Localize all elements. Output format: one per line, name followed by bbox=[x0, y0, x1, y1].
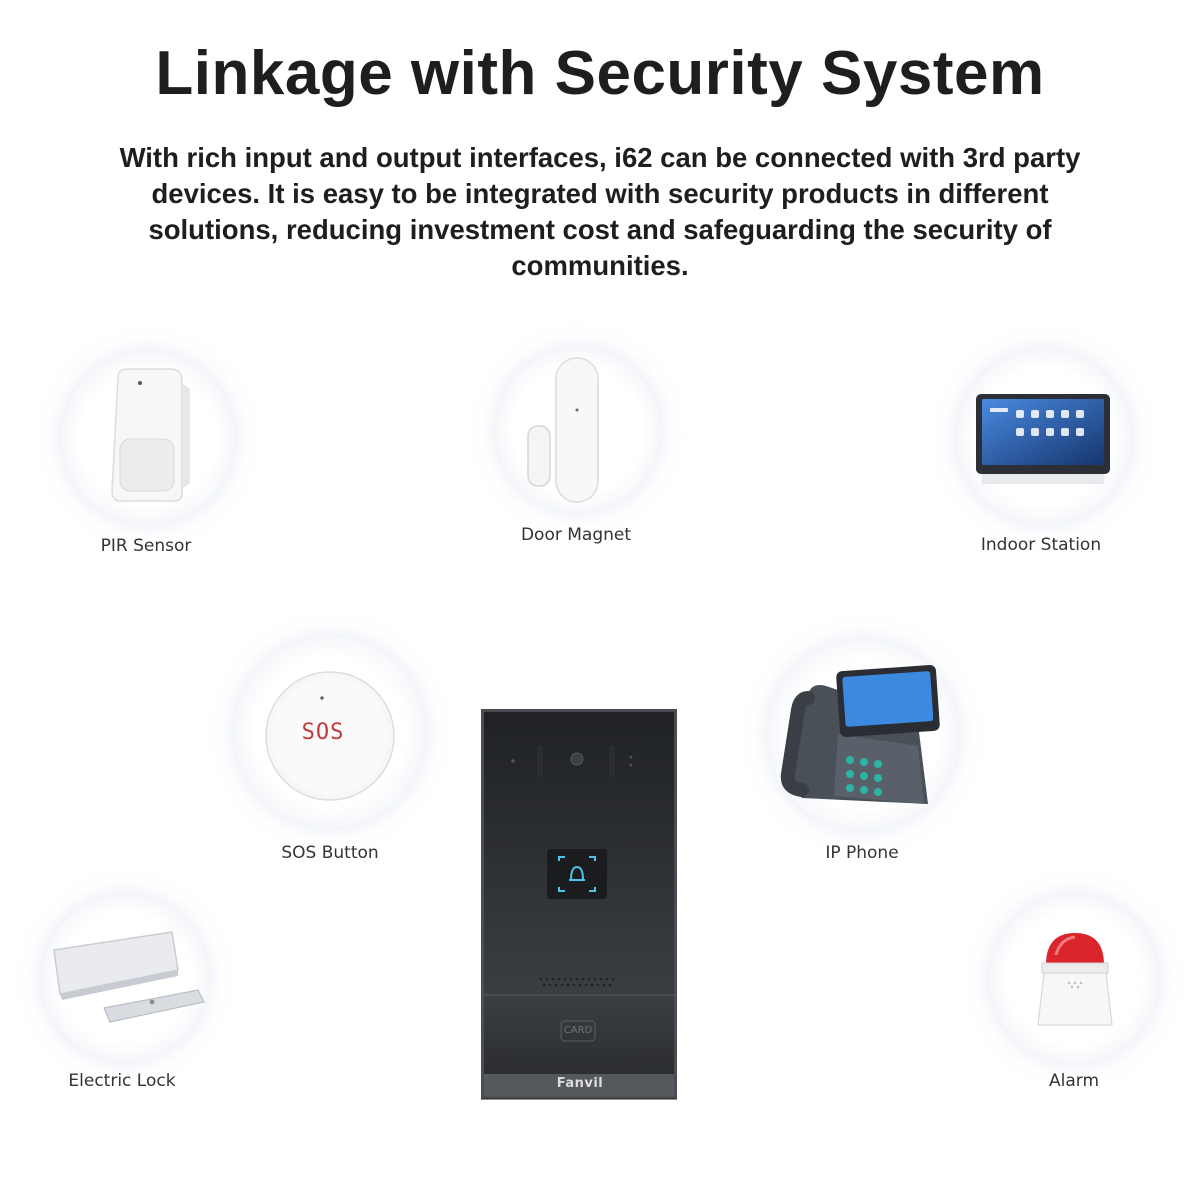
brand-logo: Fanvil bbox=[556, 1076, 604, 1091]
pir-sensor-label: PIR Sensor bbox=[100, 536, 192, 556]
electric-lock-label: Electric Lock bbox=[68, 1071, 176, 1091]
door-magnet-icon bbox=[527, 357, 599, 503]
sos-button-icon bbox=[265, 671, 395, 801]
pir-sensor-icon bbox=[111, 368, 190, 502]
indoor-station-label: Indoor Station bbox=[980, 535, 1102, 555]
alarm-icon bbox=[1037, 933, 1113, 1026]
intercom-device bbox=[481, 709, 677, 1100]
indoor-station-icon bbox=[976, 394, 1110, 484]
electric-lock-icon bbox=[53, 931, 205, 1023]
door-magnet-label: Door Magnet bbox=[520, 525, 632, 545]
sos-text: SOS bbox=[301, 720, 345, 745]
ip-phone-label: IP Phone bbox=[825, 843, 899, 863]
description-text: With rich input and output interfaces, i… bbox=[119, 142, 1081, 281]
ip-phone-icon bbox=[780, 664, 940, 804]
card-reader-label: CARD bbox=[563, 1025, 593, 1036]
page-title: Linkage with Security System bbox=[155, 39, 1045, 108]
sos-button-label: SOS Button bbox=[281, 843, 379, 863]
alarm-label: Alarm bbox=[1048, 1071, 1100, 1091]
